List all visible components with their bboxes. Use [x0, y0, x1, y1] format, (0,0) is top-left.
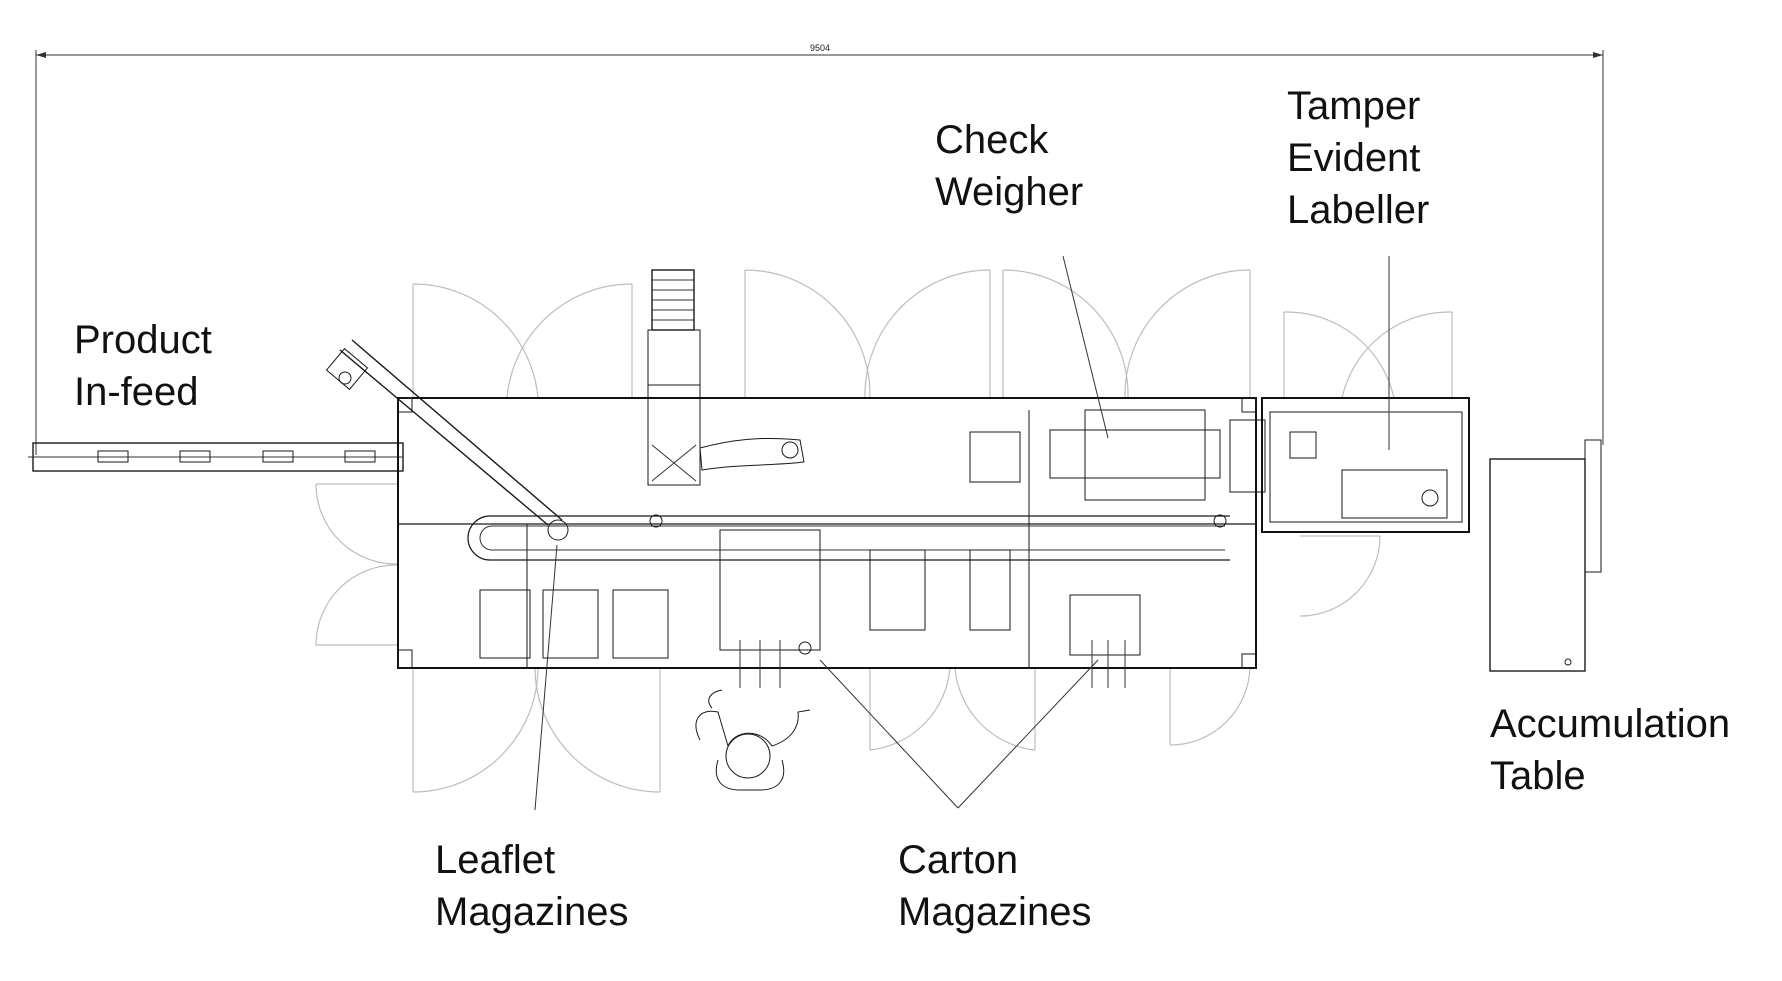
overall-dimension-line — [35, 50, 1604, 455]
label-product-infeed: Product In-feed — [74, 318, 212, 414]
label-check-weigher: Check Weigher — [935, 118, 1084, 214]
label-tamper-evident-labeller: Tamper Evident Labeller — [1287, 84, 1430, 232]
robot-pick-cell — [647, 269, 805, 486]
check-weigher-unit — [969, 409, 1266, 501]
inclined-feeder — [325, 339, 569, 541]
tamper-labeller-unit — [1261, 397, 1470, 533]
operator-figure — [695, 689, 811, 791]
carton-magazine-units — [719, 529, 1141, 688]
accumulation-table — [1489, 439, 1602, 672]
leader-lines — [534, 255, 1390, 811]
overall-dimension-label: 9504 — [810, 43, 831, 53]
label-carton-magazines: Carton Magazines — [898, 838, 1092, 934]
infeed-conveyor — [28, 442, 404, 472]
leaflet-magazine-units — [479, 589, 669, 659]
carton-chain-conveyor — [467, 514, 1230, 561]
label-leaflet-magazines: Leaflet Magazines — [435, 838, 629, 934]
label-accumulation-table: Accumulation Table — [1490, 702, 1731, 798]
door-swing-arcs — [315, 269, 1453, 793]
main-frame — [397, 397, 1257, 669]
